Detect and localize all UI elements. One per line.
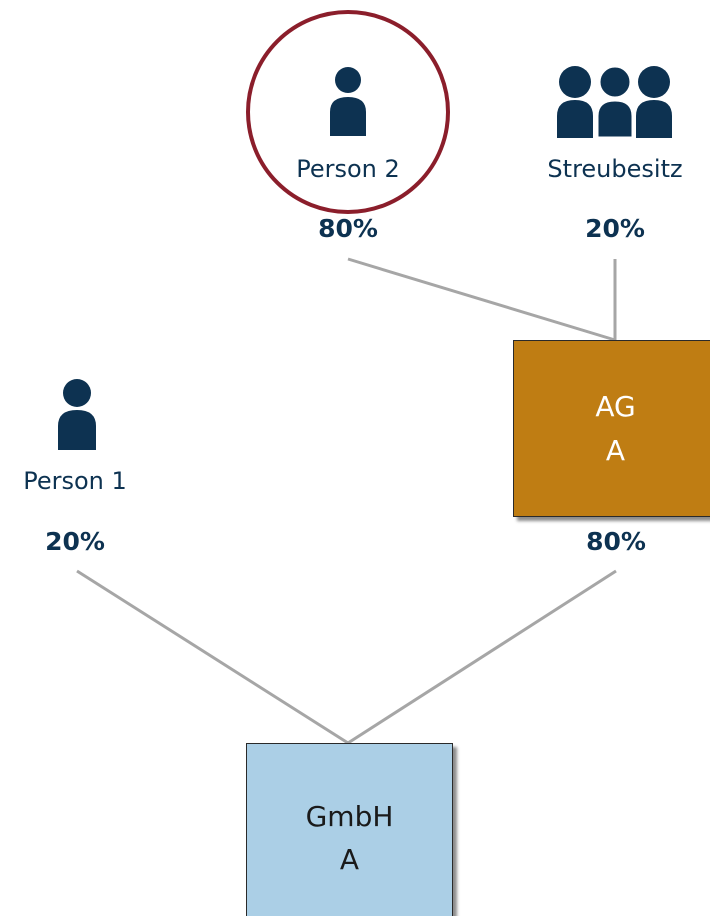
entity-gmbh-line1: GmbH	[305, 799, 394, 833]
entity-box-ag-a: AG A	[513, 340, 710, 517]
entity-box-gmbh-a: GmbH A	[246, 743, 453, 916]
person2-share: 80%	[318, 214, 378, 243]
entity-ag-line1: AG	[595, 390, 636, 424]
connector-person1-gmbh	[76, 569, 349, 745]
connector-person2-ag	[347, 257, 616, 342]
entity-ag-line2: A	[605, 433, 626, 467]
person1-label: Person 1	[23, 467, 127, 495]
entity-gmbh-line2: A	[339, 843, 360, 876]
streubesitz-label: Streubesitz	[547, 155, 683, 183]
streubesitz-share: 20%	[585, 214, 645, 243]
highlight-circle	[246, 10, 450, 214]
connector-ag-gmbh	[347, 569, 617, 745]
person-icon	[330, 67, 366, 136]
ag-share-in-gmbh: 80%	[586, 527, 646, 556]
person-icon	[58, 379, 96, 450]
person1-share: 20%	[45, 527, 105, 556]
person2-label: Person 2	[296, 155, 400, 183]
group-icon	[557, 64, 672, 140]
